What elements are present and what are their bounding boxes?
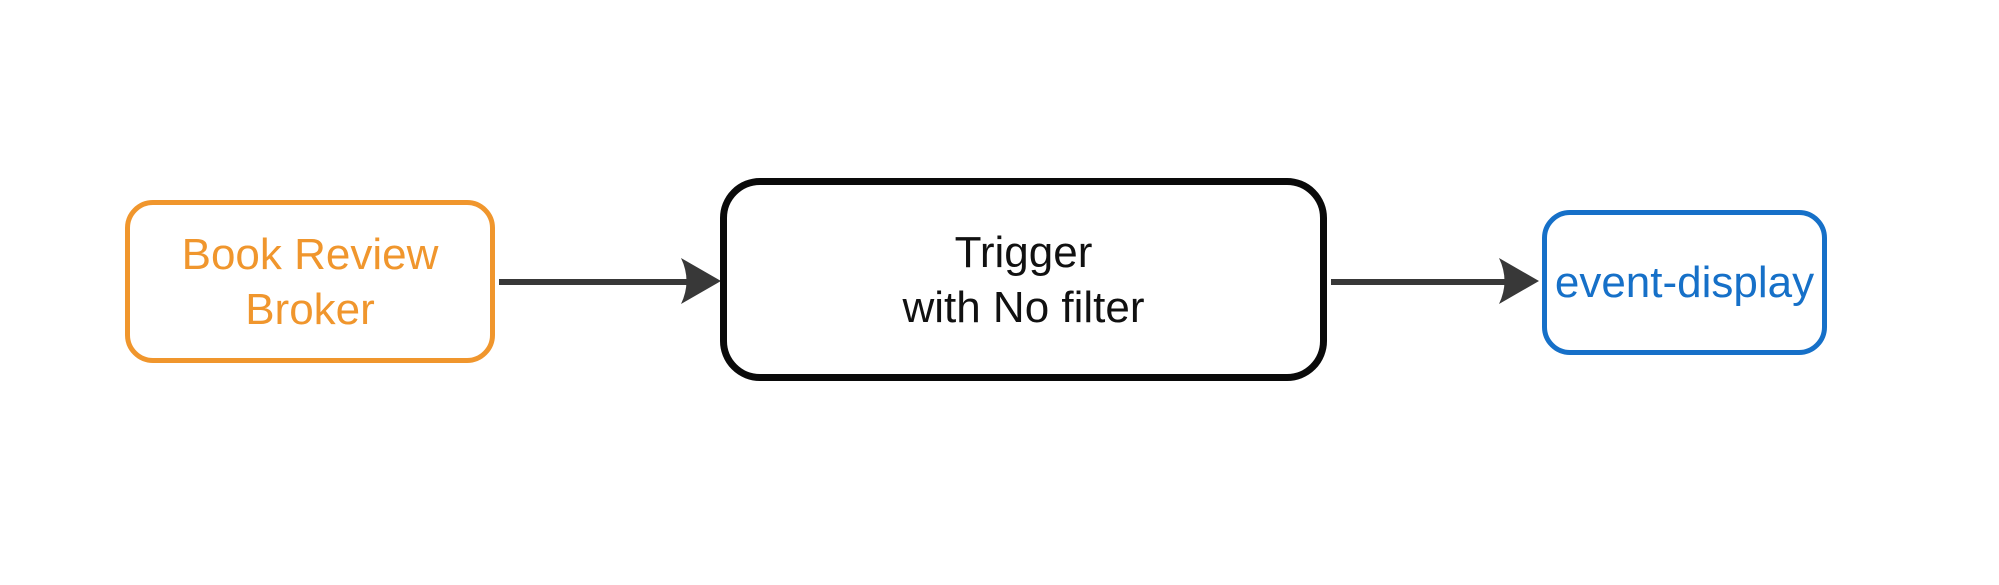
arrowhead-icon [1499,258,1539,304]
node-trigger-label-line1: Trigger [954,227,1093,277]
node-trigger: Trigger with No filter [720,178,1327,381]
arrowhead-icon [681,258,721,304]
edge-broker-to-trigger [499,279,693,285]
node-event-display-label: event-display [1554,258,1815,307]
node-book-review-broker: Book Review Broker [125,200,495,363]
node-book-review-broker-label-line2: Broker [245,284,375,334]
node-event-display: event-display [1542,210,1827,355]
node-book-review-broker-label-line1: Book Review [181,229,439,279]
edge-trigger-to-event-display [1331,279,1509,285]
node-trigger-label-line2: with No filter [902,282,1145,332]
